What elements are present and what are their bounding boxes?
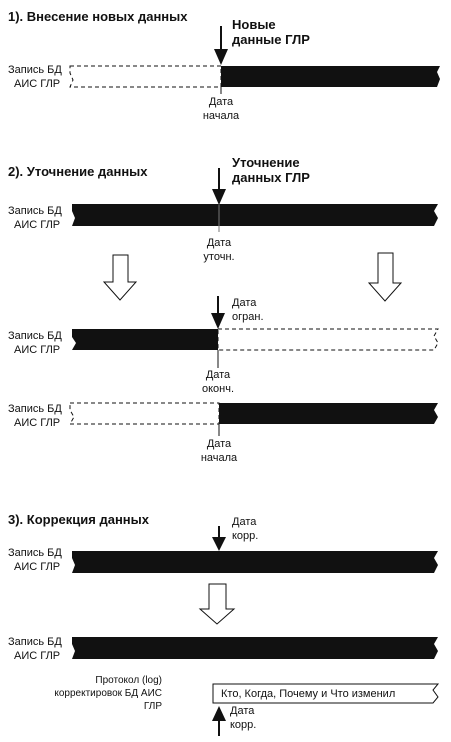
corr-date-label-2-line2: корр.: [230, 719, 257, 731]
corr-date-arrow: [212, 526, 226, 551]
record-label-1-line2: АИС ГЛР: [14, 78, 61, 90]
split-arrow-left-icon: [102, 254, 138, 301]
start-date-label-1-line2: начала: [202, 110, 240, 122]
start-date-label-2-line2: начала: [200, 452, 238, 464]
corr-date-up-arrow: [212, 706, 226, 736]
record-label-3-line2: АИС ГЛР: [14, 344, 61, 356]
corr-date-label-line1: Дата: [232, 516, 257, 528]
split-arrow-right-icon: [367, 252, 403, 302]
refine-data-arrow: [212, 168, 226, 205]
end-date-label-line2: оконч.: [201, 383, 235, 395]
log-label-line3: ГЛР: [143, 701, 162, 712]
filled-record-bar-3: [72, 329, 218, 350]
empty-record-bar-3: [217, 328, 439, 351]
filled-record-bar-6: [72, 637, 438, 659]
new-data-arrow: [214, 26, 228, 65]
record-label-4-line2: АИС ГЛР: [14, 417, 61, 429]
record-label-4-line1: Запись БД: [8, 403, 62, 415]
section2-title: 2). Уточнение данных: [8, 164, 148, 179]
corr-date-label-line2: корр.: [232, 530, 259, 542]
filled-record-bar-2: [72, 204, 438, 226]
record-label-5-line1: Запись БД: [8, 547, 62, 559]
start-date-label-1-line1: Дата: [208, 96, 234, 108]
record-label-2-line1: Запись БД: [8, 205, 62, 217]
down-arrow-icon: [198, 583, 236, 625]
limit-date-label-line1: Дата: [232, 297, 257, 309]
limit-date-label-line2: огран.: [232, 311, 264, 323]
record-label-1-line1: Запись БД: [8, 64, 62, 76]
log-label-line1: Протокол (log): [95, 675, 162, 686]
section1-title: 1). Внесение новых данных: [8, 9, 188, 24]
refine-date-label-line2: уточн.: [203, 251, 235, 263]
corr-date-label-2-line1: Дата: [230, 705, 255, 717]
log-entry-text: Кто, Когда, Почему и Что изменил: [221, 688, 396, 700]
new-data-label-line2: данные ГЛР: [232, 32, 310, 47]
record-label-6-line2: АИС ГЛР: [14, 650, 61, 662]
new-data-label-line1: Новые: [232, 17, 276, 32]
end-date-label-line1: Дата: [205, 369, 231, 381]
empty-record-bar-1: [69, 65, 222, 88]
filled-record-bar-4: [219, 403, 438, 424]
refine-label-line2: данных ГЛР: [232, 170, 310, 185]
filled-record-bar-5: [72, 551, 438, 573]
record-label-2-line2: АИС ГЛР: [14, 219, 61, 231]
limit-date-arrow: [211, 296, 225, 329]
record-label-5-line2: АИС ГЛР: [14, 561, 61, 573]
record-label-3-line1: Запись БД: [8, 330, 62, 342]
section3-title: 3). Коррекция данных: [8, 512, 149, 527]
empty-record-bar-4: [69, 402, 220, 425]
refine-label-line1: Уточнение: [232, 155, 300, 170]
start-date-label-2-line1: Дата: [206, 438, 232, 450]
refine-date-label-line1: Дата: [206, 237, 232, 249]
record-label-6-line1: Запись БД: [8, 636, 62, 648]
log-label-line2: корректировок БД АИС: [54, 688, 162, 699]
filled-record-bar-1: [221, 66, 440, 87]
log-entry-scroll: [212, 683, 440, 704]
